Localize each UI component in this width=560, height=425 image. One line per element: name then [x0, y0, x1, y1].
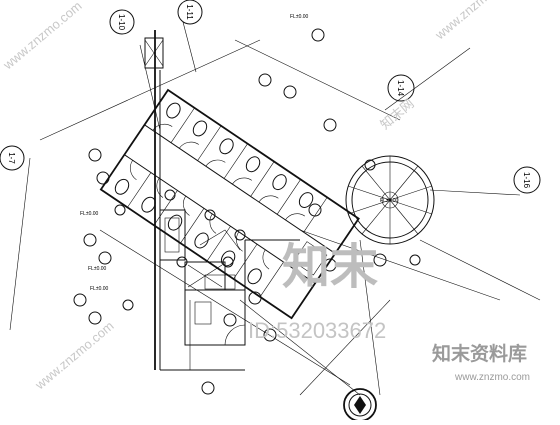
level-tag: FL±0.00: [380, 198, 399, 204]
watermark-brand-big: 知末: [282, 241, 378, 294]
axis-bubble-1-14: 1-14: [387, 74, 415, 102]
level-tag: FL±0.00: [88, 266, 107, 272]
axis-bubble-1-10: 1-10: [109, 9, 135, 35]
watermark-diagonal-url: www.znzmo.com: [0, 0, 85, 73]
axis-label-1-11: 1-11: [185, 4, 194, 20]
axis-bubble-1-11: 1-11: [177, 0, 203, 25]
stair-treads: [347, 156, 433, 244]
grid-lines: [9, 21, 541, 396]
watermark-diagonal-url: www.znzmo.com: [32, 318, 117, 393]
axis-label-1-7: 1-7: [7, 152, 16, 164]
watermark-site-url: www.znzmo.com: [454, 372, 530, 383]
level-tag: FL±0.00: [90, 286, 109, 292]
round-column: [343, 388, 377, 422]
level-tags: FL±0.00 FL±0.00 FL±0.00 FL±0.00 FL±0.00: [80, 14, 399, 292]
stall-doors: [129, 123, 306, 270]
index-marks: [73, 28, 421, 395]
watermark-id: ID:532033672: [248, 318, 386, 343]
watermark-site-name: 知末资料库: [432, 342, 527, 365]
spiral-stair: [345, 155, 435, 245]
axis-label-1-10: 1-10: [117, 14, 126, 31]
axis-label-1-14: 1-14: [396, 80, 405, 97]
axis-bubble-1-7: 1-7: [0, 145, 25, 171]
level-tag: FL±0.00: [290, 14, 309, 20]
watermark-diagonal-url: www.znzmo.com: [432, 0, 517, 43]
level-tag: FL±0.00: [80, 211, 99, 217]
axis-label-1-16: 1-16: [522, 172, 531, 189]
lower-rooms: [159, 209, 300, 346]
axis-bubble-1-16: 1-16: [513, 166, 541, 194]
watermark-layer: www.znzmo.com www.znzmo.com www.znzmo.co…: [0, 0, 530, 393]
